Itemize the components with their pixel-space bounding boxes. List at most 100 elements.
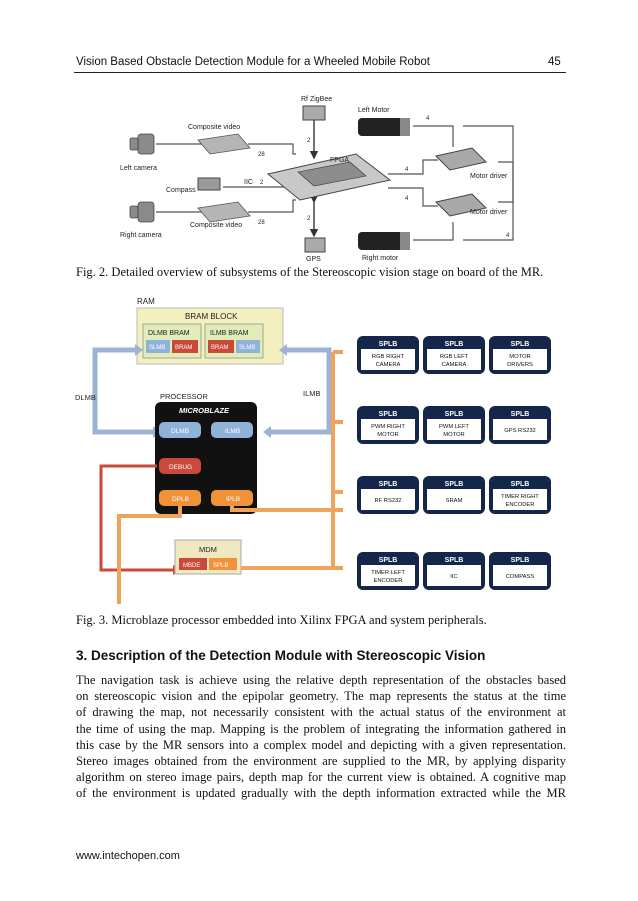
peripheral-label-area bbox=[361, 489, 415, 510]
section-heading: 3. Description of the Detection Module w… bbox=[76, 648, 486, 663]
text-mdm-mbde: MBDE bbox=[183, 563, 200, 569]
peripheral-label-area bbox=[361, 349, 415, 370]
left-camera-icon bbox=[137, 133, 155, 155]
label-ilmb-bram: ILMB BRAM bbox=[210, 330, 249, 337]
peripheral-name: RF RS232 bbox=[374, 498, 401, 504]
body-line: this case by the MR sensors into a compl… bbox=[76, 737, 566, 752]
video-decoder-board-top bbox=[197, 133, 251, 155]
label-left-camera: Left camera bbox=[120, 165, 157, 172]
running-header-title: Vision Based Obstacle Detection Module f… bbox=[76, 56, 430, 68]
label-right-motor: Right motor bbox=[362, 255, 399, 262]
label-ilmb: ILMB bbox=[303, 389, 321, 398]
peripheral-name: PWM LEFT bbox=[439, 424, 469, 430]
proc-dlmb-port bbox=[159, 422, 201, 438]
text-proc-dplb: DPLB bbox=[172, 496, 189, 503]
dlmb-bram-port bbox=[172, 340, 198, 353]
label-motor-driver-bottom: Motor driver bbox=[470, 209, 508, 216]
figure-2-diagram: Rf ZigBee Left Motor Composite video Lef… bbox=[120, 96, 514, 263]
peripheral-label-area bbox=[427, 489, 481, 510]
peripheral-name-line2: DRIVERS bbox=[507, 362, 533, 368]
peripheral-name: SRAM bbox=[446, 498, 463, 504]
text-proc-dlmb: DLMB bbox=[171, 428, 189, 435]
text-mdm-splb: SPLB bbox=[213, 563, 228, 569]
mdm-splb-port bbox=[209, 558, 237, 570]
label-left-motor: Left Motor bbox=[358, 107, 390, 114]
peripheral-name-line2: CAMERA bbox=[376, 362, 401, 368]
compass-chip bbox=[197, 177, 221, 191]
body-line: the time of using the map. Mapping is th… bbox=[76, 721, 566, 736]
peripheral-grid: SPLB RGB RIGHT CAMERA SPLB RGB LEFT CAMERA SPL… bbox=[357, 336, 551, 590]
plb-bus bbox=[117, 350, 343, 604]
proc-dplb-port bbox=[159, 490, 201, 506]
label-rf-zigbee: Rf ZigBee bbox=[301, 96, 332, 103]
peripheral-name-line2: ENCODER bbox=[374, 578, 403, 584]
bus-width-4-a: 4 bbox=[426, 116, 430, 122]
peripheral-label-area bbox=[493, 419, 547, 440]
bus-width-2-b: 2 bbox=[307, 216, 311, 222]
peripheral-label-area bbox=[493, 489, 547, 510]
body-line: Stereo images obtained from the environm… bbox=[76, 754, 566, 769]
peripheral-splb-tag: SPLB bbox=[511, 341, 530, 348]
header-rule bbox=[74, 72, 566, 73]
peripheral-splb-tag: SPLB bbox=[445, 557, 464, 564]
ilmb-bus bbox=[271, 347, 332, 435]
proc-debug-port bbox=[159, 458, 201, 474]
peripheral-name: GPS RS232 bbox=[504, 428, 536, 434]
label-dlmb-bram: DLMB BRAM bbox=[148, 330, 190, 337]
peripheral-label-area bbox=[361, 565, 415, 586]
motor-driver-board-top bbox=[435, 147, 487, 171]
motor-driver-board-bottom bbox=[435, 193, 487, 217]
peripheral-name-line2: ENCODER bbox=[506, 502, 535, 508]
body-line: of drawing the map, not necessarily cons… bbox=[76, 705, 566, 720]
bus-width-28-bottom: 28 bbox=[258, 220, 265, 226]
peripheral-label-area bbox=[427, 565, 481, 586]
peripheral-name: PWM RIGHT bbox=[371, 424, 405, 430]
peripheral-label-area bbox=[427, 349, 481, 370]
footer-url: www.intechopen.com bbox=[76, 850, 180, 862]
peripheral-name-line2: CAMERA bbox=[442, 362, 467, 368]
label-iic: IIC bbox=[244, 179, 253, 186]
zigbee-module bbox=[302, 105, 326, 121]
text-proc-ilmb: ILMB bbox=[225, 428, 240, 435]
peripheral-splb-tag: SPLB bbox=[379, 411, 398, 418]
body-line: algorithm on stereo image pairs, depth m… bbox=[76, 770, 566, 785]
bus-width-28-top: 28 bbox=[258, 152, 265, 158]
peripheral-name: MOTOR bbox=[509, 354, 530, 360]
proc-ilmb-port bbox=[211, 422, 253, 438]
video-decoder-board-bottom bbox=[197, 201, 251, 223]
ilmb-bram-port bbox=[208, 340, 234, 353]
bus-width-2-a: 2 bbox=[307, 138, 311, 144]
peripheral-name: RGB RIGHT bbox=[372, 354, 405, 360]
bus-width-4-d: 4 bbox=[506, 233, 510, 239]
peripheral-splb-tag: SPLB bbox=[445, 411, 464, 418]
peripheral-block: SPLB SRAM bbox=[423, 476, 485, 514]
text-bram-2: BRAM bbox=[211, 345, 228, 351]
label-right-camera: Right camera bbox=[120, 232, 162, 239]
text-proc-iplb: IPLB bbox=[226, 496, 240, 503]
label-fpga: FPGA bbox=[330, 157, 349, 164]
text-proc-debug: DEBUG bbox=[169, 464, 192, 471]
ilmb-slmb-port bbox=[236, 340, 260, 353]
body-paragraph: The navigation task is achieve using the… bbox=[76, 672, 566, 802]
peripheral-label-area bbox=[493, 349, 547, 370]
peripheral-label-area bbox=[427, 419, 481, 440]
dlmb-bus bbox=[92, 347, 153, 435]
peripheral-splb-tag: SPLB bbox=[445, 481, 464, 488]
label-bram-block: BRAM BLOCK bbox=[185, 312, 238, 321]
peripheral-name: TIMER RIGHT bbox=[501, 494, 539, 500]
peripheral-name-line2: MOTOR bbox=[443, 432, 464, 438]
peripheral-name: RGB LEFT bbox=[440, 354, 469, 360]
label-motor-driver-top: Motor driver bbox=[470, 173, 508, 180]
body-line: The navigation task is achieve using the… bbox=[76, 673, 566, 687]
bus-width-4-c: 4 bbox=[405, 196, 409, 202]
label-dlmb: DLMB bbox=[75, 393, 96, 402]
label-ram: RAM bbox=[137, 297, 155, 306]
